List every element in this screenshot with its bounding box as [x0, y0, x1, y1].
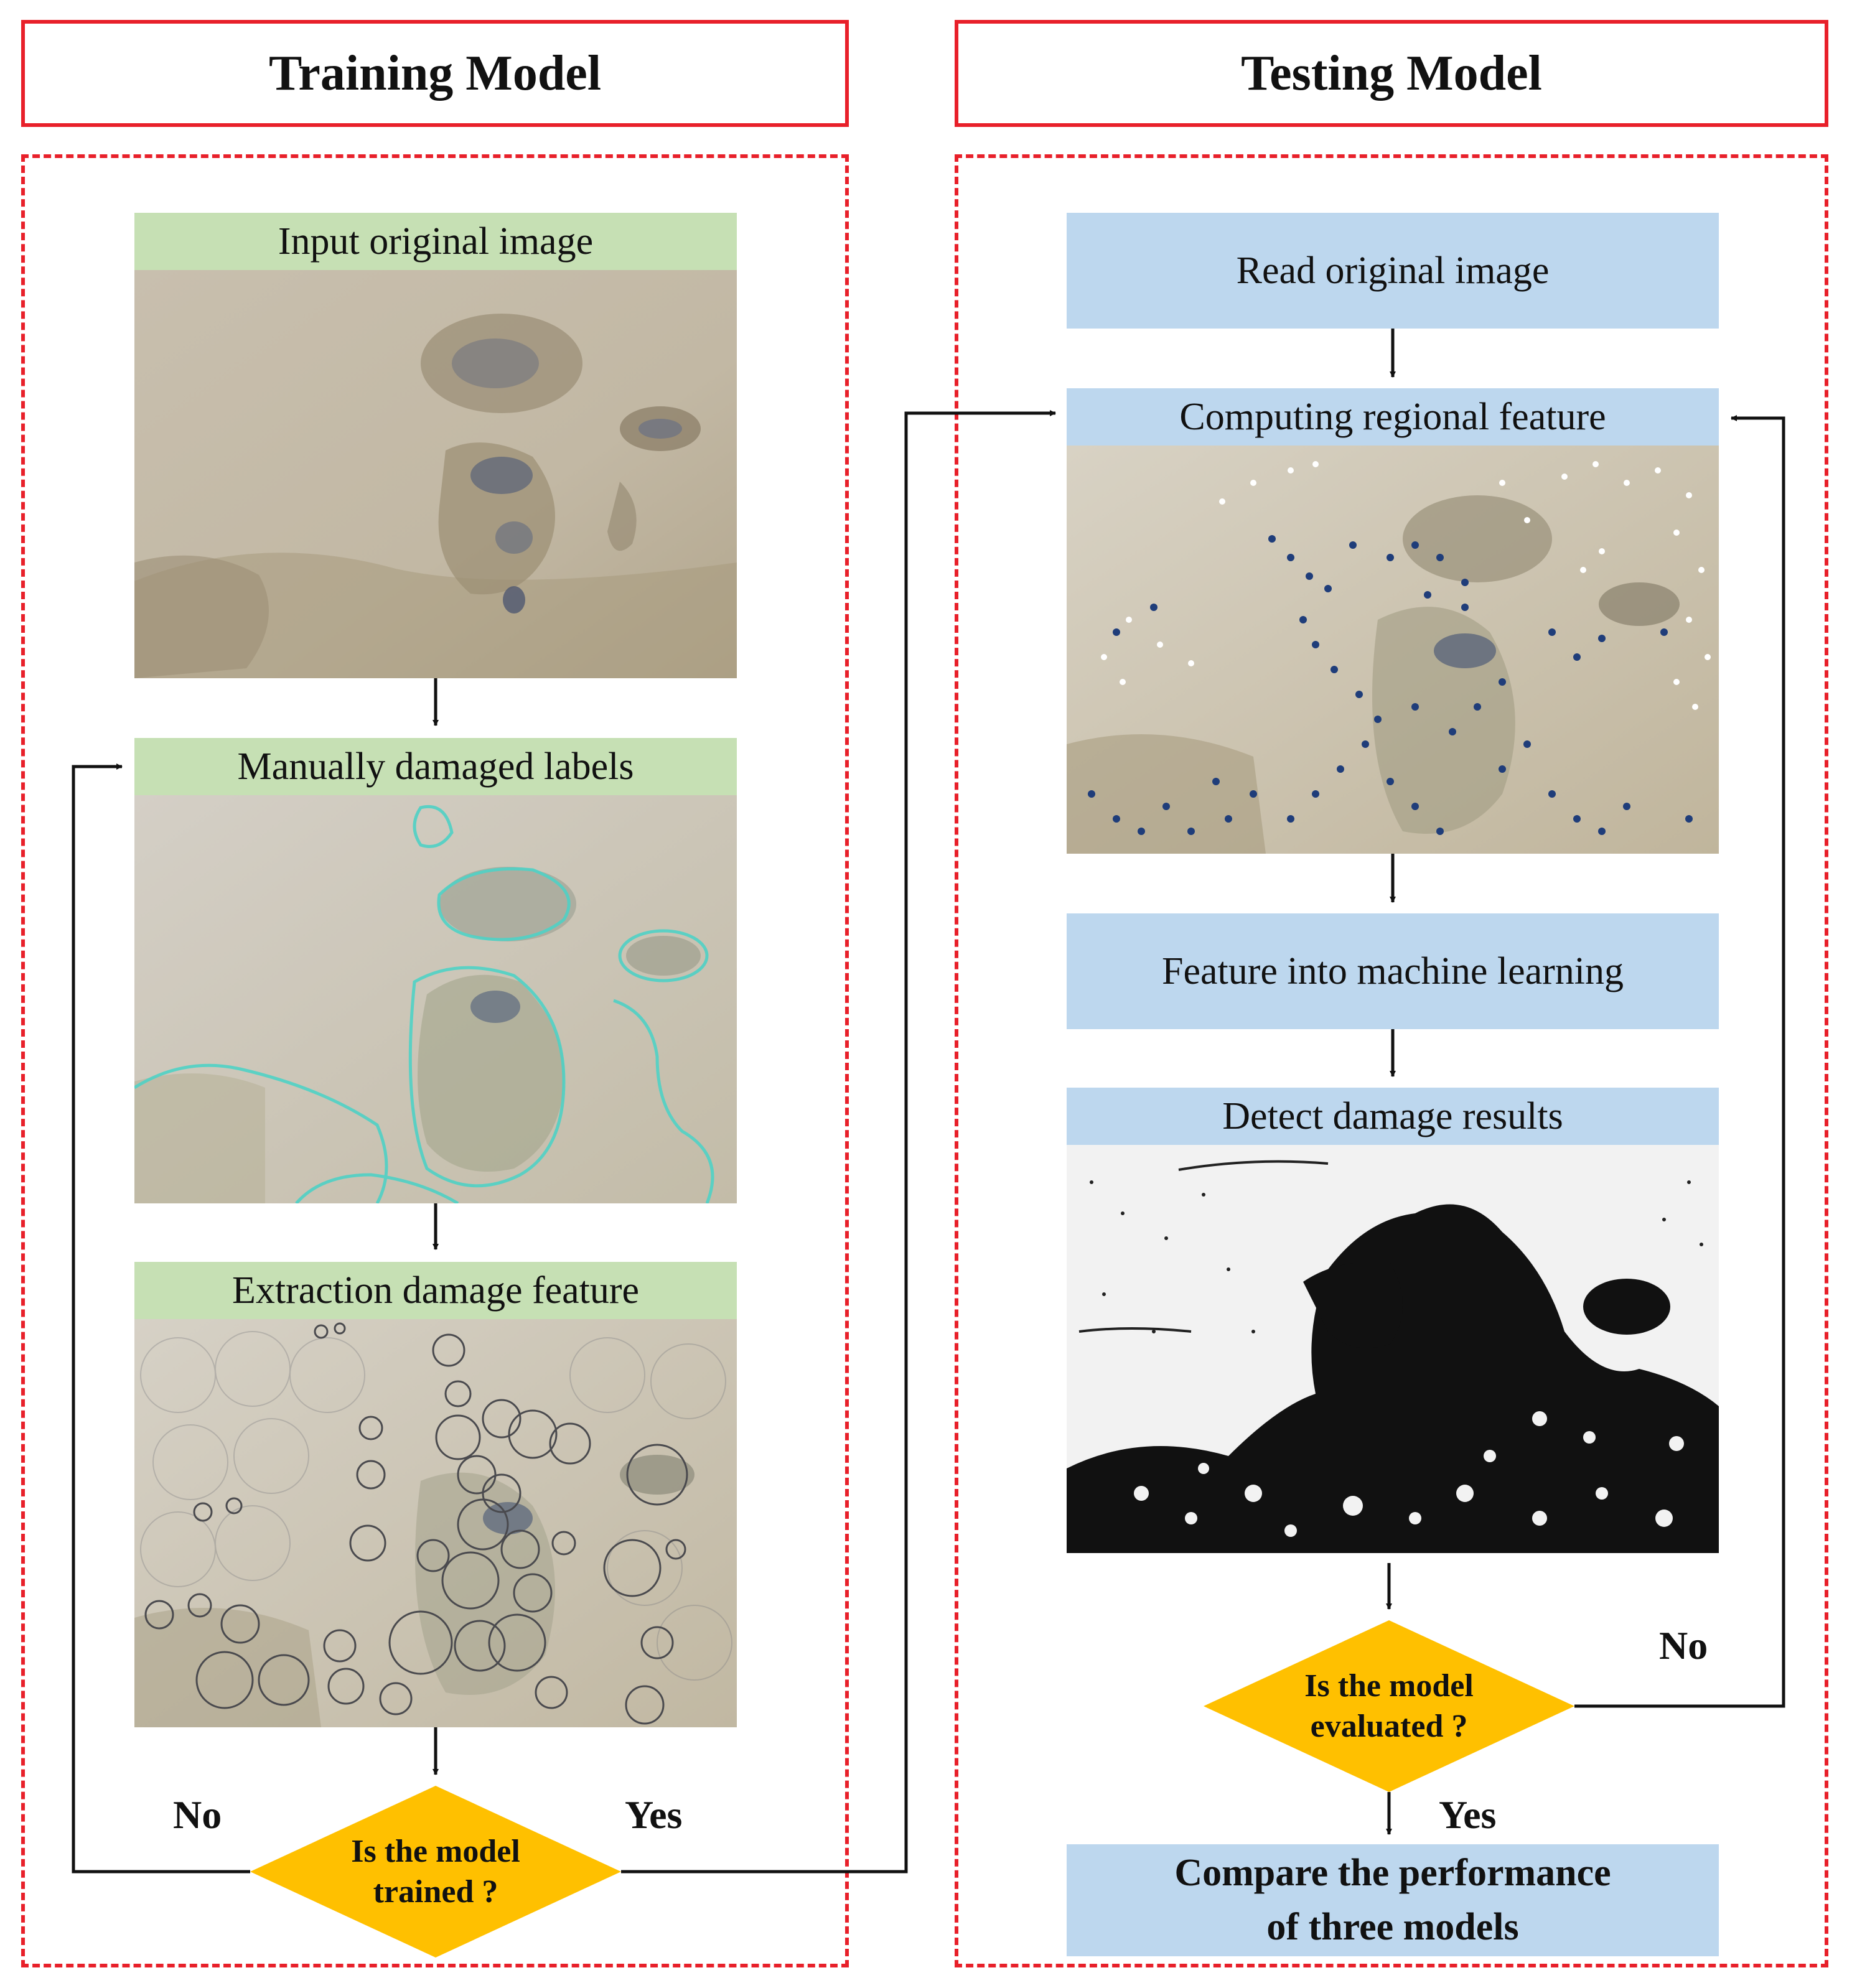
binary-damage-map: [1067, 1145, 1719, 1553]
compare-performance-line1: Compare the performance: [1174, 1852, 1611, 1895]
input-original-image-text: Input original image: [278, 220, 594, 263]
read-original-image-text: Read original image: [1236, 249, 1550, 292]
feature-extraction-image: [134, 1319, 737, 1727]
training-model-title: Training Model: [268, 45, 602, 101]
compare-performance-box: Compare the performance of three models: [1067, 1844, 1719, 1956]
training-no-label: No: [173, 1793, 222, 1837]
extraction-damage-feature-label: Extraction damage feature: [134, 1262, 737, 1319]
evaluated-decision-line1: Is the model: [1304, 1668, 1474, 1704]
detect-damage-results-label: Detect damage results: [1067, 1088, 1719, 1145]
trained-decision-text: Is the model trained ?: [250, 1786, 621, 1958]
trained-decision-line2: trained ?: [373, 1874, 498, 1910]
manually-damaged-labels-label: Manually damaged labels: [134, 738, 737, 795]
wall-photo-labeled: [134, 795, 737, 1203]
testing-model-title: Testing Model: [1241, 45, 1542, 101]
wall-photo-regional: [1067, 446, 1719, 854]
testing-model-header: Testing Model: [955, 20, 1828, 127]
computing-regional-feature-label: Computing regional feature: [1067, 388, 1719, 446]
trained-decision-diamond: [250, 1786, 621, 1958]
testing-yes-label: Yes: [1439, 1793, 1497, 1837]
extraction-damage-feature-text: Extraction damage feature: [232, 1269, 640, 1312]
wall-photo-original: [134, 270, 737, 678]
read-original-image-box: Read original image: [1067, 213, 1719, 329]
computing-regional-feature-text: Computing regional feature: [1179, 395, 1606, 438]
training-model-header: Training Model: [21, 20, 849, 127]
feature-into-ml-box: Feature into machine learning: [1067, 913, 1719, 1029]
evaluated-decision-line2: evaluated ?: [1310, 1709, 1468, 1744]
regional-feature-image: [1067, 446, 1719, 854]
damage-detection-image: [1067, 1145, 1719, 1553]
detect-damage-results-text: Detect damage results: [1222, 1094, 1563, 1137]
feature-into-ml-text: Feature into machine learning: [1161, 950, 1624, 992]
manually-labeled-image: [134, 795, 737, 1203]
evaluated-decision-diamond: [1204, 1620, 1574, 1792]
testing-no-label: No: [1659, 1623, 1708, 1668]
manually-damaged-labels-text: Manually damaged labels: [237, 745, 634, 788]
compare-performance-line2: of three models: [1266, 1906, 1519, 1948]
evaluated-decision-text: Is the model evaluated ?: [1204, 1620, 1574, 1792]
training-yes-label: Yes: [625, 1793, 683, 1837]
input-original-image: [134, 270, 737, 678]
wall-photo-features: [134, 1319, 737, 1727]
trained-decision-line1: Is the model: [351, 1834, 520, 1869]
input-original-image-label: Input original image: [134, 213, 737, 270]
